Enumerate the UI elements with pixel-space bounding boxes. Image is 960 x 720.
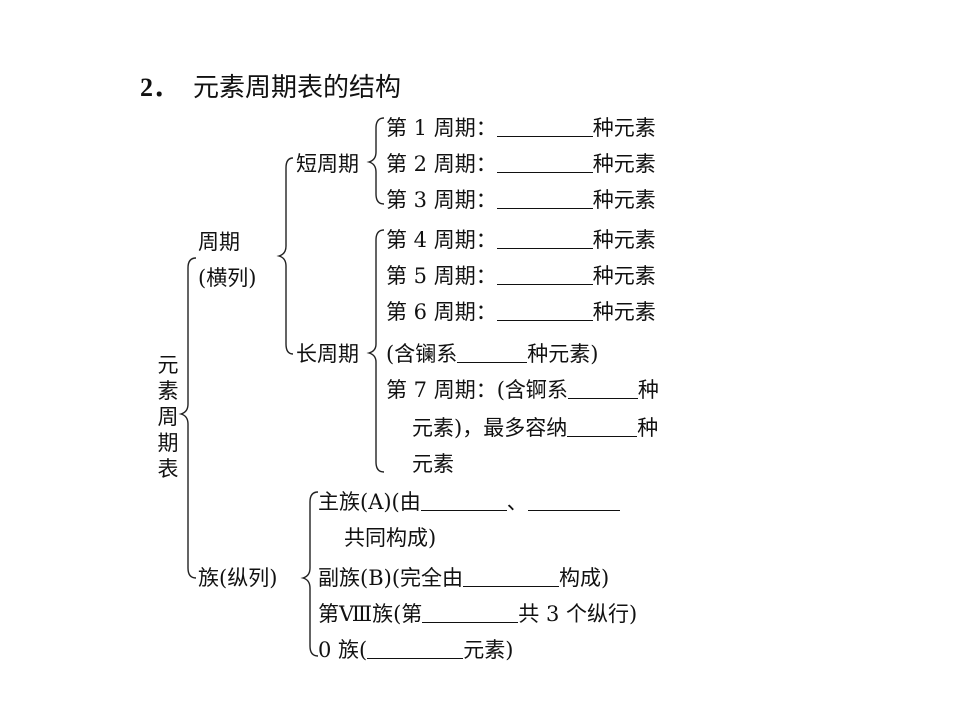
answer-blank[interactable] bbox=[567, 376, 638, 399]
answer-blank[interactable] bbox=[567, 414, 638, 437]
group-zero-row: 0 族(元素) bbox=[318, 636, 514, 662]
main-group-continuation: 共同构成) bbox=[344, 526, 437, 550]
answer-blank[interactable] bbox=[496, 262, 593, 285]
section-title-text: 元素周期表的结构 bbox=[193, 73, 402, 103]
period-7-tail: 元素 bbox=[412, 452, 454, 476]
short-period-label: 短周期 bbox=[296, 152, 359, 176]
answer-blank[interactable] bbox=[496, 150, 593, 173]
answer-blank[interactable] bbox=[422, 600, 519, 623]
period-sublabel: (横列) bbox=[198, 266, 257, 290]
answer-blank[interactable] bbox=[367, 636, 464, 659]
answer-blank[interactable] bbox=[496, 298, 593, 321]
answer-blank[interactable] bbox=[496, 186, 593, 209]
answer-blank[interactable] bbox=[496, 114, 593, 137]
answer-blank[interactable] bbox=[457, 340, 528, 363]
lanthanide-row: (含镧系种元素) bbox=[386, 340, 599, 366]
period-5-row: 第 5 周期：种元素 bbox=[386, 262, 656, 288]
main-group-row: 主族(A)(由、 bbox=[318, 488, 620, 516]
answer-blank[interactable] bbox=[463, 564, 560, 587]
long-period-label: 长周期 bbox=[296, 342, 359, 366]
period-3-row: 第 3 周期：种元素 bbox=[386, 186, 656, 212]
answer-blank[interactable] bbox=[527, 488, 620, 511]
period-6-row: 第 6 周期：种元素 bbox=[386, 298, 656, 324]
period-1-row: 第 1 周期：种元素 bbox=[386, 114, 656, 140]
section-number: 2． bbox=[140, 73, 180, 102]
group-viii-row: 第Ⅷ族(第共 3 个纵行) bbox=[318, 600, 638, 626]
period-7-row: 第 7 周期：(含锕系种 bbox=[386, 376, 659, 402]
period-4-row: 第 4 周期：种元素 bbox=[386, 226, 656, 252]
group-label: 族(纵列) bbox=[198, 566, 278, 590]
answer-blank[interactable] bbox=[420, 488, 507, 511]
period-label: 周期 bbox=[198, 230, 240, 254]
sub-group-row: 副族(B)(完全由构成) bbox=[318, 564, 610, 590]
period-2-row: 第 2 周期：种元素 bbox=[386, 150, 656, 176]
period-7-capacity-row: 元素)，最多容纳种 bbox=[412, 414, 659, 440]
root-label: 元素周期表 bbox=[157, 353, 179, 481]
section-title: 2． 元素周期表的结构 bbox=[140, 72, 401, 104]
answer-blank[interactable] bbox=[496, 226, 593, 249]
